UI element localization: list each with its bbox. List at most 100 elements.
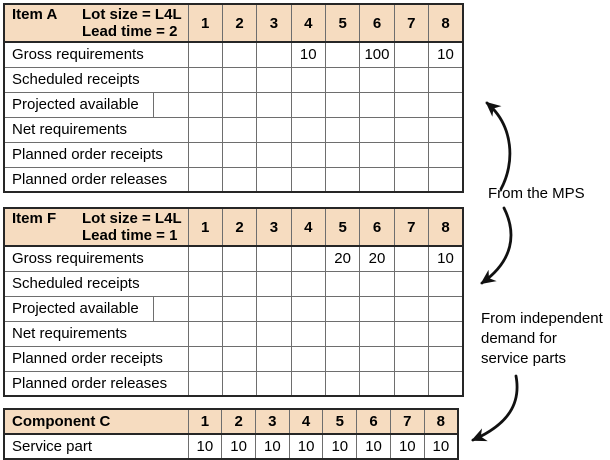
period-header: 8 xyxy=(428,207,464,247)
period-header: 2 xyxy=(221,408,256,435)
grid-cell xyxy=(428,270,464,297)
grid-cell xyxy=(187,345,223,372)
grid-cell: 10 xyxy=(428,245,464,272)
grid-cell xyxy=(324,166,361,193)
beginning-inventory-cell xyxy=(152,91,189,118)
grid-cell xyxy=(359,370,395,397)
period-header: 8 xyxy=(423,408,459,435)
grid-cell xyxy=(290,345,326,372)
grid-cell xyxy=(393,141,430,168)
planned-order-releases-row: Planned order releases xyxy=(3,370,464,397)
independent-demand-label: From independent demand for service part… xyxy=(481,309,603,369)
grid-cell xyxy=(324,320,361,347)
component-c-label: Component C xyxy=(3,408,189,435)
grid-cell xyxy=(187,166,223,193)
component-c-table: Component C 1 2 3 4 5 6 7 8 Service part… xyxy=(3,408,459,460)
item-a-label: Item A xyxy=(12,6,58,23)
grid-cell xyxy=(221,91,258,118)
independent-demand-line1: From independent xyxy=(481,310,603,327)
period-header: 5 xyxy=(322,408,358,435)
grid-cell xyxy=(324,141,361,168)
net-requirements-row: Net requirements xyxy=(3,116,464,143)
grid-cell: 10 xyxy=(254,433,290,460)
grid-cell xyxy=(359,295,395,322)
grid-cell xyxy=(359,345,395,372)
grid-cell xyxy=(256,141,292,168)
grid-cell xyxy=(187,245,223,272)
arrow-mps-to-item-a xyxy=(485,101,512,191)
grid-cell xyxy=(256,295,292,322)
grid-cell xyxy=(359,320,395,347)
grid-cell xyxy=(221,166,258,193)
row-label: Projected available xyxy=(3,295,154,322)
item-f-lead-time: Lead time = 1 xyxy=(82,227,178,244)
grid-cell: 10 xyxy=(356,433,391,460)
grid-cell xyxy=(256,41,292,68)
planned-order-receipts-row: Planned order receipts xyxy=(3,345,464,372)
grid-cell xyxy=(428,91,464,118)
grid-cell: 10 xyxy=(221,433,256,460)
component-c-header-row: Component C 1 2 3 4 5 6 7 8 xyxy=(3,408,459,435)
grid-cell xyxy=(221,295,258,322)
arrow-mps-to-item-f xyxy=(480,206,513,285)
grid-cell: 10 xyxy=(288,433,324,460)
row-label: Net requirements xyxy=(3,116,189,143)
scheduled-receipts-row: Scheduled receipts xyxy=(3,270,464,297)
grid-cell xyxy=(324,295,361,322)
row-label: Planned order receipts xyxy=(3,141,189,168)
independent-demand-line2: demand for xyxy=(481,330,557,347)
grid-cell xyxy=(221,141,258,168)
from-mps-label: From the MPS xyxy=(488,185,585,202)
grid-cell xyxy=(359,166,395,193)
grid-cell xyxy=(187,295,223,322)
grid-cell: 10 xyxy=(423,433,459,460)
period-header: 3 xyxy=(254,408,290,435)
period-header: 7 xyxy=(393,3,430,43)
grid-cell xyxy=(290,320,326,347)
period-header: 1 xyxy=(187,3,223,43)
grid-cell: 20 xyxy=(359,245,395,272)
grid-cell xyxy=(290,270,326,297)
grid-cell xyxy=(187,141,223,168)
planned-order-releases-row: Planned order releases xyxy=(3,166,464,193)
grid-cell: 10 xyxy=(290,41,326,68)
grid-cell xyxy=(393,320,430,347)
row-label: Service part xyxy=(3,433,189,460)
grid-cell xyxy=(256,166,292,193)
grid-cell xyxy=(393,116,430,143)
grid-cell xyxy=(256,345,292,372)
grid-cell xyxy=(290,166,326,193)
grid-cell xyxy=(221,345,258,372)
grid-cell: 10 xyxy=(389,433,425,460)
grid-cell xyxy=(290,245,326,272)
grid-cell xyxy=(187,116,223,143)
grid-cell xyxy=(256,245,292,272)
grid-cell xyxy=(290,370,326,397)
grid-cell xyxy=(221,320,258,347)
grid-cell xyxy=(221,370,258,397)
grid-cell xyxy=(221,245,258,272)
grid-cell xyxy=(393,295,430,322)
gross-requirements-row: Gross requirements 20 20 10 xyxy=(3,245,464,272)
period-header: 5 xyxy=(324,207,361,247)
grid-cell xyxy=(256,270,292,297)
grid-cell xyxy=(359,66,395,93)
row-label: Net requirements xyxy=(3,320,189,347)
row-label: Projected available xyxy=(3,91,154,118)
projected-available-row: Projected available xyxy=(3,295,464,322)
item-a-header-cell: Item A Lot size = L4L Lead time = 2 xyxy=(3,3,189,43)
grid-cell xyxy=(256,116,292,143)
grid-cell xyxy=(393,66,430,93)
grid-cell xyxy=(290,116,326,143)
period-header: 6 xyxy=(356,408,391,435)
grid-cell xyxy=(428,320,464,347)
grid-cell xyxy=(393,91,430,118)
item-f-lot-size: Lot size = L4L xyxy=(82,210,182,227)
grid-cell xyxy=(221,41,258,68)
grid-cell xyxy=(324,116,361,143)
row-label: Planned order receipts xyxy=(3,345,189,372)
grid-cell xyxy=(393,245,430,272)
row-label: Planned order releases xyxy=(3,370,189,397)
net-requirements-row: Net requirements xyxy=(3,320,464,347)
scheduled-receipts-row: Scheduled receipts xyxy=(3,66,464,93)
